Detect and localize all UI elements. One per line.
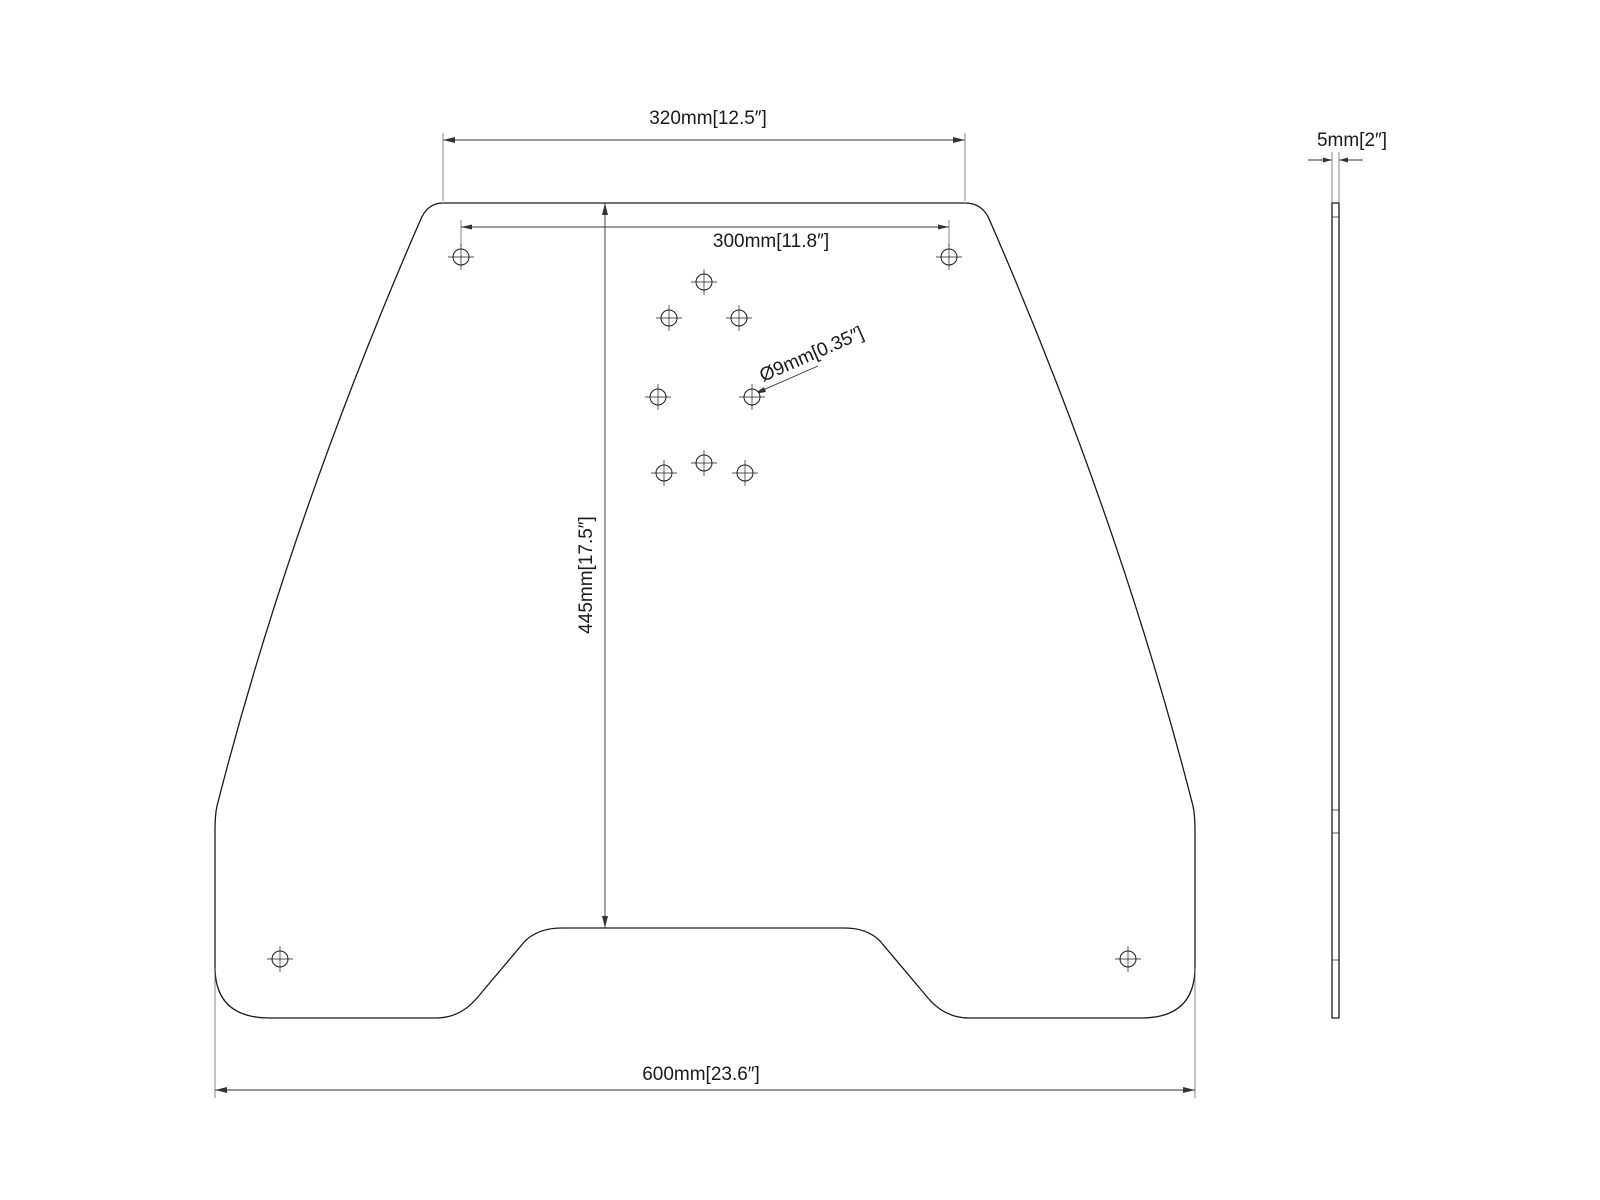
dimension-hole-diameter: Ø9mm[0.35″] [753,323,867,395]
dimension-top-width: 320mm[12.5″] [442,108,966,201]
dimension-hole-spacing: 300mm[11.8″] [460,220,950,252]
mounting-hole [1115,946,1141,972]
dim-label-thickness: 5mm[2″] [1317,130,1387,151]
dim-label-hole-diameter: Ø9mm[0.35″] [757,323,867,387]
mounting-hole [936,244,962,270]
dimension-height: 445mm[17.5″] [576,203,608,928]
side-view [1331,202,1340,1019]
dimension-bottom-width: 600mm[23.6″] [214,968,1196,1098]
plate-outline [214,202,1196,1019]
mounting-hole [645,384,671,410]
side-view-plate [1331,202,1340,1019]
mounting-hole [726,305,752,331]
mounting-hole [656,305,682,331]
mounting-hole [448,244,474,270]
dim-label-hole-spacing: 300mm[11.8″] [713,231,829,252]
dim-label-bottom-width: 600mm[23.6″] [642,1064,760,1085]
mounting-hole [739,384,765,410]
mounting-holes [267,244,1141,972]
mounting-hole [651,460,677,486]
mounting-hole [732,460,758,486]
dim-label-top-width: 320mm[12.5″] [649,108,767,129]
dim-label-height: 445mm[17.5″] [576,516,597,634]
mounting-hole [691,269,717,295]
mounting-hole [691,450,717,476]
mounting-hole [267,946,293,972]
dimension-thickness: 5mm[2″] [1308,130,1387,203]
